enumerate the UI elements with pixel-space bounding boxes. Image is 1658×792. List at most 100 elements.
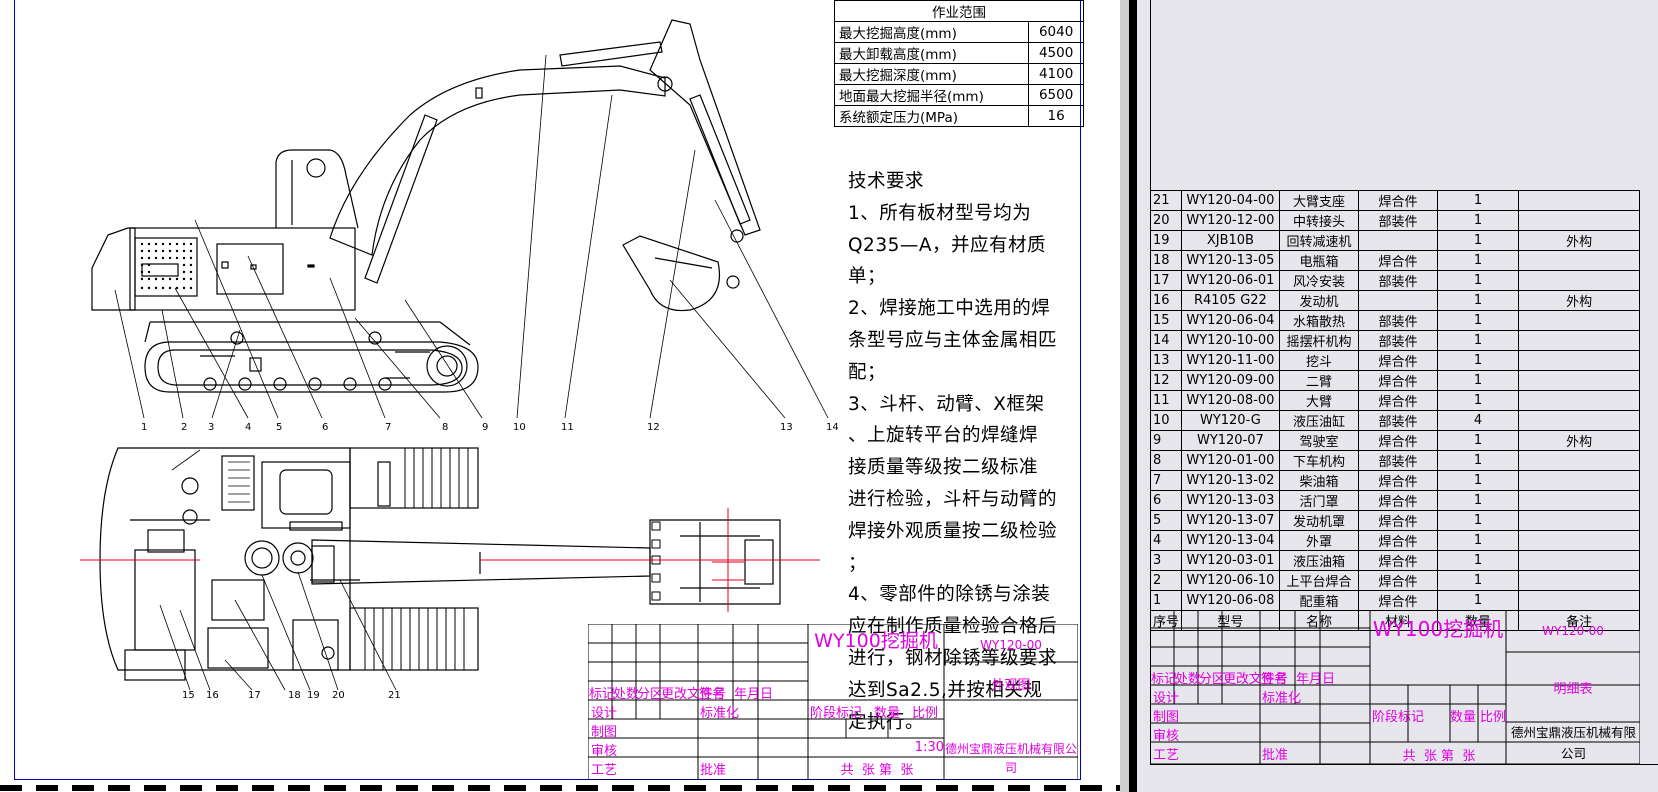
tb-r-product-name: WY100挖掘机 <box>1372 617 1504 641</box>
part-material: 焊合件 <box>1358 430 1438 451</box>
header-name: 名称 <box>1278 610 1360 631</box>
tb-role-design: 设计 <box>591 706 618 721</box>
callout-10: 10 <box>513 422 526 433</box>
tb-sheet-label: 共 张 第 张 <box>840 763 914 778</box>
part-name: 液压油箱 <box>1278 550 1360 571</box>
tb-r-header-sign: 签名 <box>1261 672 1288 687</box>
part-qty: 1 <box>1436 330 1520 351</box>
spec-value: 16 <box>1028 105 1084 127</box>
part-remark <box>1518 370 1640 391</box>
spec-value: 4500 <box>1028 42 1084 64</box>
part-no: 1 <box>1149 590 1183 611</box>
tech-line: Q235—A，并应有材质 <box>848 234 1047 256</box>
part-material: 焊合件 <box>1358 350 1438 371</box>
excavator-drawing: 1 2 3 4 5 6 7 8 9 10 11 12 13 14 15 16 1… <box>80 19 839 701</box>
sheet-bottom-dashes <box>0 785 1120 791</box>
part-qty: 1 <box>1436 370 1520 391</box>
tb-header-count: 处数 <box>613 687 640 702</box>
callout-15: 15 <box>182 690 195 701</box>
part-material <box>1358 230 1438 251</box>
centerlines <box>80 508 820 612</box>
part-no: 4 <box>1149 530 1183 551</box>
part-model: WY120-13-07 <box>1181 510 1280 531</box>
tb-r-header-count: 处数 <box>1175 672 1202 687</box>
header-material: 材料 <box>1358 610 1438 631</box>
part-qty: 1 <box>1436 190 1520 211</box>
part-remark <box>1518 330 1640 351</box>
bucket-cylinder <box>689 94 751 225</box>
part-no: 5 <box>1149 510 1183 531</box>
part-no: 16 <box>1149 290 1183 311</box>
slew-ring <box>244 540 280 576</box>
part-remark <box>1518 190 1640 211</box>
part-qty: 1 <box>1436 570 1520 591</box>
part-no: 9 <box>1149 430 1183 451</box>
part-qty: 1 <box>1436 450 1520 471</box>
part-name: 柴油箱 <box>1278 470 1360 491</box>
part-material: 焊合件 <box>1358 530 1438 551</box>
part-qty: 1 <box>1436 390 1520 411</box>
part-no: 15 <box>1149 310 1183 331</box>
part-remark <box>1518 510 1640 531</box>
platform-top-outline <box>99 447 351 671</box>
part-name: 大臂支座 <box>1278 190 1360 211</box>
spec-value: 6500 <box>1028 84 1084 106</box>
side-leader-lines <box>114 54 829 419</box>
part-model: WY120-03-01 <box>1181 550 1280 571</box>
tb-header-date: 年月日 <box>734 687 774 702</box>
technical-requirements: 技术要求 1、所有板材型号均为 Q235—A，并应有材质 单； 2、焊接施工中选… <box>848 166 1078 738</box>
part-no: 7 <box>1149 470 1183 491</box>
track-shoes <box>364 448 469 670</box>
tb-approve-label: 批准 <box>700 763 727 778</box>
tb-r-role-check: 审核 <box>1153 729 1180 744</box>
tb-r-stage-scale: 比例 <box>1480 710 1507 725</box>
part-remark <box>1518 590 1640 611</box>
track-top-lower <box>349 607 479 671</box>
tech-line: 技术要求 <box>848 171 925 192</box>
frame-left-edge <box>14 0 15 780</box>
frame-right-edge <box>1080 0 1081 780</box>
part-name: 液压油缸 <box>1278 410 1360 431</box>
part-no: 13 <box>1149 350 1183 371</box>
part-no: 12 <box>1149 370 1183 391</box>
tech-line: 进行检验，斗杆与动臂的 <box>848 488 1058 510</box>
callout-11: 11 <box>561 422 574 433</box>
viewport-divider[interactable] <box>1129 0 1137 792</box>
tech-line: 进行，钢材除锈等级要求 <box>848 647 1058 669</box>
part-qty: 1 <box>1436 250 1520 271</box>
part-material: 焊合件 <box>1358 390 1438 411</box>
callout-1: 1 <box>141 422 147 433</box>
part-qty: 1 <box>1436 490 1520 511</box>
part-material: 部装件 <box>1358 410 1438 431</box>
part-name: 配重箱 <box>1278 590 1360 611</box>
part-material: 焊合件 <box>1358 370 1438 391</box>
part-qty: 1 <box>1436 590 1520 611</box>
tb-r-role-process: 工艺 <box>1153 748 1180 763</box>
tech-line: 、上旋转平台的焊缝焊 <box>848 425 1039 447</box>
tb-r-sheet-label: 共 张 第 张 <box>1402 749 1476 764</box>
part-no: 11 <box>1149 390 1183 411</box>
spec-title: 作业范围 <box>834 0 1084 22</box>
part-remark <box>1518 550 1640 571</box>
callout-3: 3 <box>208 422 214 433</box>
part-no: 18 <box>1149 250 1183 271</box>
tech-line: 单； <box>848 266 887 288</box>
tech-line: 定执行。 <box>848 711 925 733</box>
part-model: WY120-09-00 <box>1181 370 1280 391</box>
part-remark <box>1518 410 1640 431</box>
part-model: WY120-06-01 <box>1181 270 1280 291</box>
part-remark <box>1518 390 1640 411</box>
part-name: 上平台焊合 <box>1278 570 1360 591</box>
boom-top <box>311 539 651 585</box>
